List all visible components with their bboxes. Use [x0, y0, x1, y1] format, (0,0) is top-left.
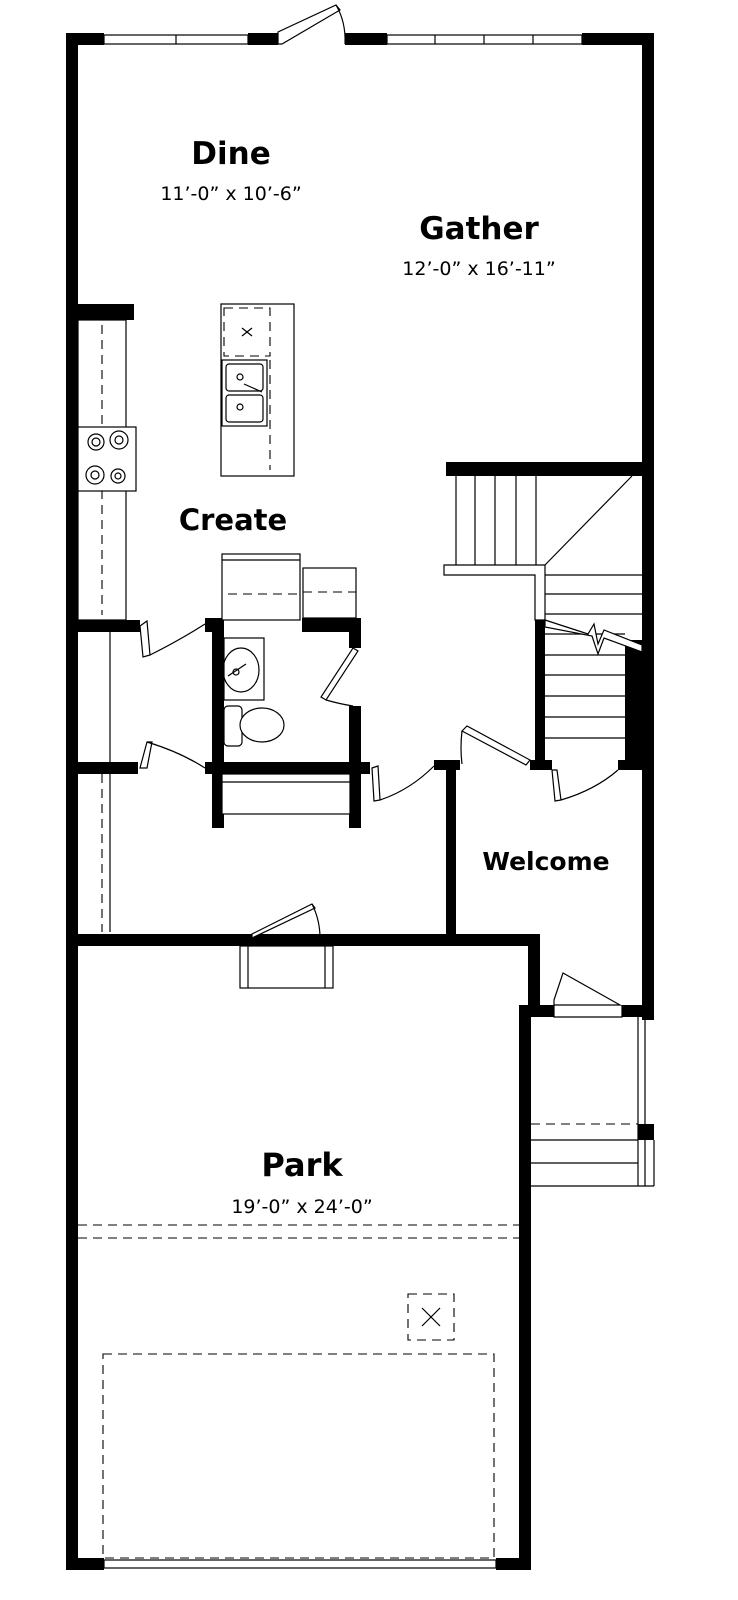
room-labels: Dine 11’-0” x 10’-6” Gather 12’-0” x 16’… — [160, 136, 609, 1218]
powder-room-fixtures — [222, 637, 285, 747]
exterior-walls — [66, 33, 654, 1570]
room-dimensions-dine: 11’-0” x 10’-6” — [160, 183, 301, 205]
room-name-park: Park — [261, 1146, 343, 1184]
room-name-gather: Gather — [419, 211, 539, 247]
front-porch — [531, 1017, 655, 1187]
staircase — [443, 475, 643, 739]
windows — [103, 34, 583, 1569]
interior-walls — [78, 304, 654, 1140]
room-name-create: Create — [179, 503, 287, 537]
room-name-welcome: Welcome — [482, 847, 609, 876]
garage-fixtures — [78, 1224, 519, 1559]
mudroom-fixtures — [101, 632, 351, 989]
kitchen-fixtures — [77, 303, 357, 621]
doors — [139, 4, 623, 1018]
room-dimensions-park: 19’-0” x 24’-0” — [231, 1196, 372, 1218]
room-name-dine: Dine — [191, 136, 270, 172]
room-dimensions-gather: 12’-0” x 16’-11” — [402, 258, 555, 280]
